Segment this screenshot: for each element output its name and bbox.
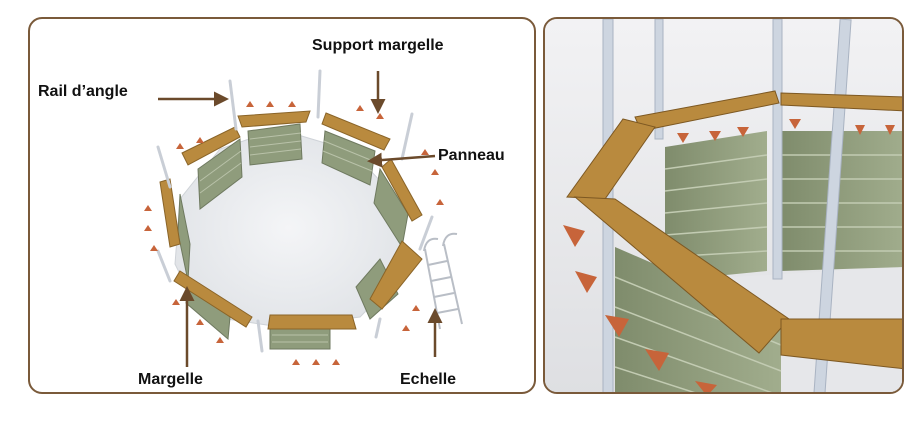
label-echelle: Echelle <box>400 371 457 388</box>
ladder <box>423 232 463 330</box>
closeup-back-panels <box>664 131 902 281</box>
closeup-supports <box>563 119 895 392</box>
arrow-panneau <box>367 152 436 168</box>
closeup-wood-copings <box>566 90 902 370</box>
label-rail-angle: Rail d’angle <box>38 83 128 100</box>
callout-arrows <box>158 71 443 367</box>
closeup-photo-panel <box>543 17 904 394</box>
panel-slat-lines <box>199 132 374 343</box>
pool-overview-illustration <box>144 69 463 367</box>
pool-closeup-illustration <box>545 19 902 392</box>
coping-supports <box>144 101 444 365</box>
label-margelle: Margelle <box>138 371 203 388</box>
corner-rails <box>156 69 434 353</box>
wood-copings <box>159 110 423 330</box>
overview-diagram-panel: Rail d’angle Support margelle Panneau Ma… <box>28 17 536 394</box>
label-support-margelle: Support margelle <box>312 37 444 54</box>
label-panneau: Panneau <box>438 147 505 164</box>
